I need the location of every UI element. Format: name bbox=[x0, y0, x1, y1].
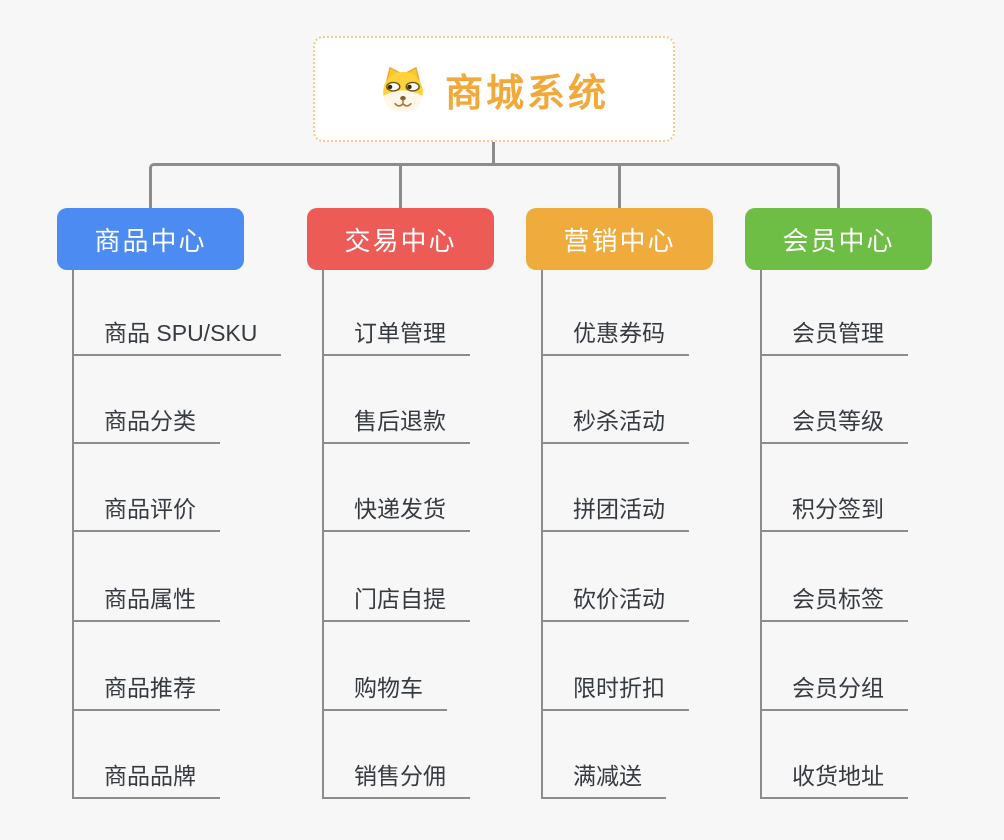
leaf-node[interactable]: 销售分佣 bbox=[324, 761, 470, 799]
branch-header-marketing-center[interactable]: 营销中心 bbox=[526, 208, 713, 270]
leaf-node[interactable]: 商品评价 bbox=[74, 494, 220, 532]
leaf-node[interactable]: 门店自提 bbox=[324, 584, 470, 622]
leaf-node[interactable]: 商品分类 bbox=[74, 406, 220, 444]
root-node[interactable]: 商城系统 bbox=[313, 36, 675, 142]
leaf-node[interactable]: 拼团活动 bbox=[543, 494, 689, 532]
leaf-node[interactable]: 快递发货 bbox=[324, 494, 470, 532]
leaf-node[interactable]: 会员管理 bbox=[762, 318, 908, 356]
leaf-node[interactable]: 秒杀活动 bbox=[543, 406, 689, 444]
leaf-node[interactable]: 优惠券码 bbox=[543, 318, 689, 356]
leaf-node[interactable]: 收货地址 bbox=[762, 761, 908, 799]
leaf-node[interactable]: 商品属性 bbox=[74, 584, 220, 622]
branch-children-member-center: 会员管理 会员等级 积分签到 会员标签 会员分组 收货地址 bbox=[760, 270, 975, 799]
leaf-node[interactable]: 售后退款 bbox=[324, 406, 470, 444]
leaf-node[interactable]: 会员等级 bbox=[762, 406, 908, 444]
branch-children-product-center: 商品 SPU/SKU 商品分类 商品评价 商品属性 商品推荐 商品品牌 bbox=[72, 270, 287, 799]
connector-drop bbox=[618, 166, 621, 208]
leaf-node[interactable]: 商品品牌 bbox=[74, 761, 220, 799]
leaf-node[interactable]: 购物车 bbox=[324, 673, 447, 711]
leaf-node[interactable]: 砍价活动 bbox=[543, 584, 689, 622]
leaf-node[interactable]: 会员标签 bbox=[762, 584, 908, 622]
dog-face-icon bbox=[383, 66, 423, 112]
root-title: 商城系统 bbox=[444, 72, 609, 115]
leaf-node[interactable]: 会员分组 bbox=[762, 673, 908, 711]
leaf-node[interactable]: 满减送 bbox=[543, 761, 666, 799]
branch-header-member-center[interactable]: 会员中心 bbox=[745, 208, 932, 270]
branch-children-trade-center: 订单管理 售后退款 快递发货 门店自提 购物车 销售分佣 bbox=[322, 270, 537, 799]
branch-header-trade-center[interactable]: 交易中心 bbox=[307, 208, 494, 270]
leaf-node[interactable]: 商品推荐 bbox=[74, 673, 220, 711]
leaf-node[interactable]: 积分签到 bbox=[762, 494, 908, 532]
connector-drop bbox=[399, 166, 402, 208]
leaf-node[interactable]: 订单管理 bbox=[324, 318, 470, 356]
branch-header-product-center[interactable]: 商品中心 bbox=[57, 208, 244, 270]
connector-root-stem bbox=[492, 142, 495, 166]
leaf-node[interactable]: 商品 SPU/SKU bbox=[74, 318, 282, 356]
connector-bus bbox=[149, 163, 840, 208]
branch-children-marketing-center: 优惠券码 秒杀活动 拼团活动 砍价活动 限时折扣 满减送 bbox=[541, 270, 756, 799]
leaf-node[interactable]: 限时折扣 bbox=[543, 673, 689, 711]
branch-marketing-center: 营销中心 优惠券码 秒杀活动 拼团活动 砍价活动 限时折扣 满减送 bbox=[526, 208, 713, 799]
branch-member-center: 会员中心 会员管理 会员等级 积分签到 会员标签 会员分组 收货地址 bbox=[745, 208, 932, 799]
branch-trade-center: 交易中心 订单管理 售后退款 快递发货 门店自提 购物车 销售分佣 bbox=[307, 208, 494, 799]
branch-product-center: 商品中心 商品 SPU/SKU 商品分类 商品评价 商品属性 商品推荐 商品品牌 bbox=[57, 208, 282, 799]
